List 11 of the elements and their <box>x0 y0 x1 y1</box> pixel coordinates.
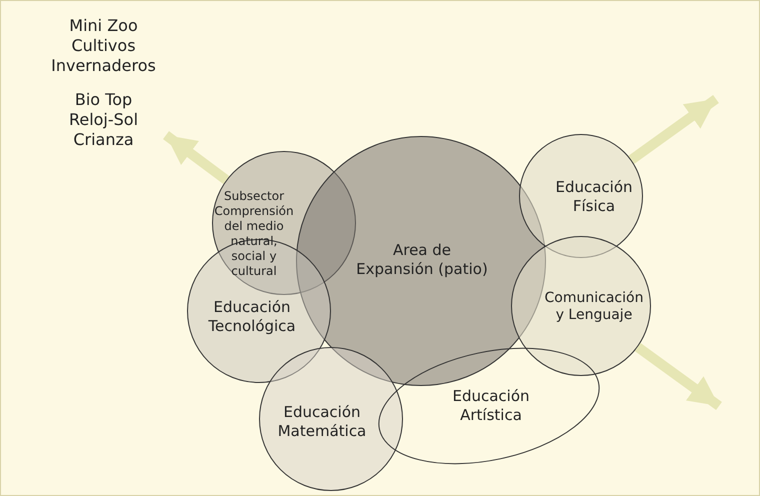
activity-list: Mini Zoo Cultivos Invernaderos <box>48 16 158 76</box>
circle-label: Comunicación y Lenguaje <box>544 290 644 324</box>
circle-label: Educación Física <box>554 178 634 216</box>
circle-label: Educación Tecnológica <box>207 298 297 336</box>
circle-label: Educación Artística <box>451 387 531 424</box>
circle-label: Educación Matemática <box>276 403 368 440</box>
circle-label: Area de Expansión (patio) <box>355 241 489 278</box>
arrow <box>634 343 722 410</box>
arrow <box>628 94 719 164</box>
arrow <box>163 131 230 184</box>
activity-list: Bio Top Reloj-Sol Crianza <box>58 90 148 150</box>
